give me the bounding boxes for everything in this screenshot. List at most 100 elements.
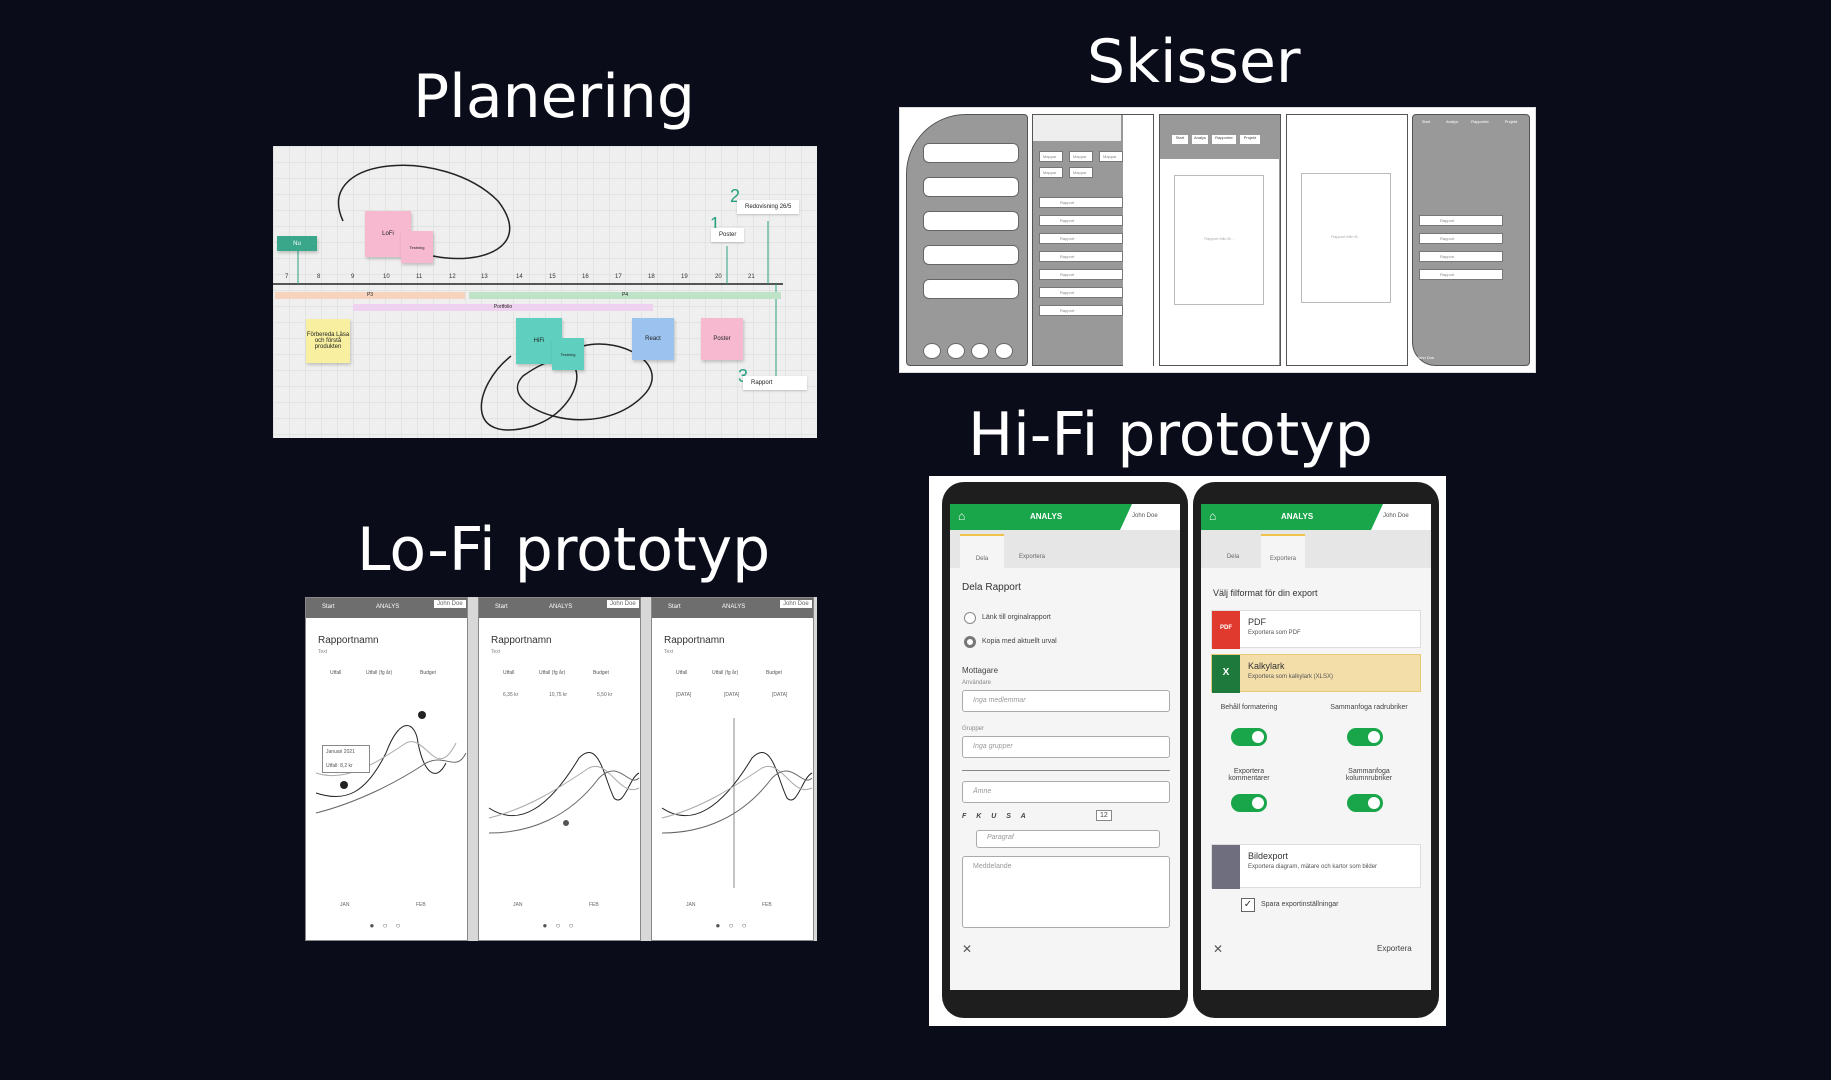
week-tick: 15 xyxy=(549,274,556,280)
sketch-refresh-icon xyxy=(923,343,941,359)
lofi-legend-item: Budget xyxy=(593,670,609,676)
divider xyxy=(962,770,1170,771)
keep-formatting-toggle[interactable] xyxy=(1231,728,1267,746)
merge-row-headers-label: Sammanfoga radrubriker xyxy=(1330,704,1408,711)
recipients-heading: Mottagare xyxy=(962,666,999,675)
sketch-report-row: Rapport xyxy=(1419,251,1503,262)
lofi-user: John Doe xyxy=(780,600,812,608)
groups-select[interactable]: Inga grupper xyxy=(962,736,1170,758)
sketch-filter-row xyxy=(923,143,1019,163)
sketch-tab: Rapporter xyxy=(1212,135,1236,144)
sketch-report-row: Rapport xyxy=(1419,233,1503,244)
week-tick: 20 xyxy=(715,274,722,280)
hifi-user-menu[interactable]: John Doe xyxy=(1371,504,1431,530)
export-heading: Välj filformat för din export xyxy=(1213,588,1318,598)
sketch-filter-row xyxy=(923,279,1019,299)
lofi-legend-item: Budget xyxy=(420,670,436,676)
sticky-testning-2: Testning xyxy=(552,338,584,370)
export-image-option[interactable]: Bildexport Exportera diagram, mätare och… xyxy=(1211,844,1421,889)
radio-original-link[interactable] xyxy=(964,612,976,624)
image-export-subtitle: Exportera diagram, mätare och kartor som… xyxy=(1248,864,1378,870)
period-p4: P4 xyxy=(469,292,781,299)
lofi-user: John Doe xyxy=(607,600,639,608)
tab-exportera[interactable]: Exportera xyxy=(1261,534,1305,568)
subject-input[interactable]: Ämne xyxy=(962,781,1170,803)
export-button[interactable]: Exportera xyxy=(1377,944,1412,953)
week-tick: 9 xyxy=(351,274,355,280)
sketch-report-row: Rapport xyxy=(1039,287,1123,298)
groups-label: Grupper xyxy=(962,726,985,732)
lofi-report-title: Rapportnamn xyxy=(318,635,379,646)
lofi-legend-item: Utfall xyxy=(330,670,342,676)
sketch-report-row: Rapport xyxy=(1039,251,1123,262)
message-textarea[interactable]: Meddelande xyxy=(962,856,1170,928)
lofi-value: [DATA] xyxy=(676,692,692,698)
tab-dela[interactable]: Dela xyxy=(1226,554,1240,560)
xlsx-subtitle: Exportera som kalkylark (XLSX) xyxy=(1248,674,1334,680)
title-skisser: Skisser xyxy=(1087,27,1301,97)
lofi-page-dots[interactable]: ● ○ ○ xyxy=(715,921,750,930)
export-xlsx-option[interactable]: X Kalkylark Exportera som kalkylark (XLS… xyxy=(1211,654,1421,693)
lofi-value: [DATA] xyxy=(772,692,788,698)
lofi-page-dots[interactable]: ● ○ ○ xyxy=(542,921,577,930)
lofi-xlabel: JAN xyxy=(513,902,523,908)
period-p3: P3 xyxy=(275,292,465,299)
hifi-user-menu[interactable]: John Doe xyxy=(1120,504,1180,530)
merge-column-headers-label: Sammanfoga kolumnrubriker xyxy=(1345,768,1393,782)
home-icon[interactable]: ⌂ xyxy=(958,509,966,523)
sketch-report-row: Rapport xyxy=(1419,269,1503,280)
home-icon[interactable]: ⌂ xyxy=(1209,509,1217,523)
close-icon[interactable]: ✕ xyxy=(962,942,973,956)
tab-dela[interactable]: Dela xyxy=(960,534,1004,568)
sketch-4: Rapport från fil... xyxy=(1286,114,1408,366)
week-tick: 8 xyxy=(317,274,321,280)
skisser-sketches: Mappar Mappar Mappar Mappar Mappar Rappo… xyxy=(899,107,1536,373)
save-settings-checkbox[interactable]: ✓ xyxy=(1241,898,1255,912)
week-tick: 17 xyxy=(615,274,622,280)
sketch-report-row: Rapport xyxy=(1039,305,1123,316)
sketch-folder: Mappar xyxy=(1039,151,1063,162)
hifi-analys-title[interactable]: ANALYS xyxy=(1281,512,1314,521)
lofi-legend-item: Utfall (fg år) xyxy=(366,670,393,676)
week-tick: 12 xyxy=(449,274,456,280)
hifi-analys-title[interactable]: ANALYS xyxy=(1030,512,1063,521)
sketch-tab: Projekt xyxy=(1504,119,1518,124)
lofi-chart xyxy=(315,711,467,814)
merge-row-headers-toggle[interactable] xyxy=(1347,728,1383,746)
week-tick: 14 xyxy=(516,274,523,280)
milestone-1-number: 1 xyxy=(710,214,721,234)
tab-exportera[interactable]: Exportera xyxy=(1018,554,1045,560)
lofi-start: Start xyxy=(495,604,508,610)
lofi-xlabel: JAN xyxy=(686,902,696,908)
lofi-screen-2: Start ANALYS John Doe Rapportnamn Text U… xyxy=(478,597,641,941)
keep-formatting-label: Behåll formatering xyxy=(1220,704,1278,711)
planering-arrows xyxy=(273,164,783,431)
sketch-report-row: Rapport xyxy=(1039,215,1123,226)
radio-copy-selection-label: Kopia med aktuellt urval xyxy=(982,638,1057,645)
sticky-poster: Poster xyxy=(701,318,743,360)
hifi-screen-share: ⌂ ANALYS John Doe Dela Exportera Dela Ra… xyxy=(950,504,1180,990)
milestone-2-label: Redovisning 26/5 xyxy=(737,200,800,214)
sketch-report-row: Rapport xyxy=(1039,233,1123,244)
users-select[interactable]: Inga medlemmar xyxy=(962,690,1170,712)
sketch-folder: Mappar xyxy=(1039,167,1063,178)
sketch-filter-row xyxy=(923,245,1019,265)
sketch-folder: Mappar xyxy=(1099,151,1123,162)
lofi-xlabel: FEB xyxy=(589,902,599,908)
format-toolbar[interactable]: F K U S A xyxy=(962,813,1030,820)
image-export-icon xyxy=(1212,845,1240,889)
merge-column-headers-toggle[interactable] xyxy=(1347,794,1383,812)
font-size-select[interactable]: 12 xyxy=(1096,810,1112,821)
radio-copy-selection[interactable] xyxy=(964,636,976,648)
close-icon[interactable]: ✕ xyxy=(1213,942,1224,956)
sketch-5: Start Analys Rapporter Projekt Rapport R… xyxy=(1412,114,1530,366)
sketch-plus-icon xyxy=(971,343,989,359)
lofi-page-dots[interactable]: ● ○ ○ xyxy=(369,921,404,930)
paragraph-select[interactable]: Paragraf xyxy=(976,830,1160,848)
lofi-legend-item: Utfall xyxy=(676,670,688,676)
week-tick: 10 xyxy=(383,274,390,280)
lofi-prototype: Start ANALYS John Doe Rapportnamn Text U… xyxy=(305,597,817,941)
export-comments-toggle[interactable] xyxy=(1231,794,1267,812)
export-pdf-option[interactable]: PDF PDF Exportera som PDF xyxy=(1211,610,1421,649)
lofi-screen-3: Start ANALYS John Doe Rapportnamn Text U… xyxy=(651,597,814,941)
